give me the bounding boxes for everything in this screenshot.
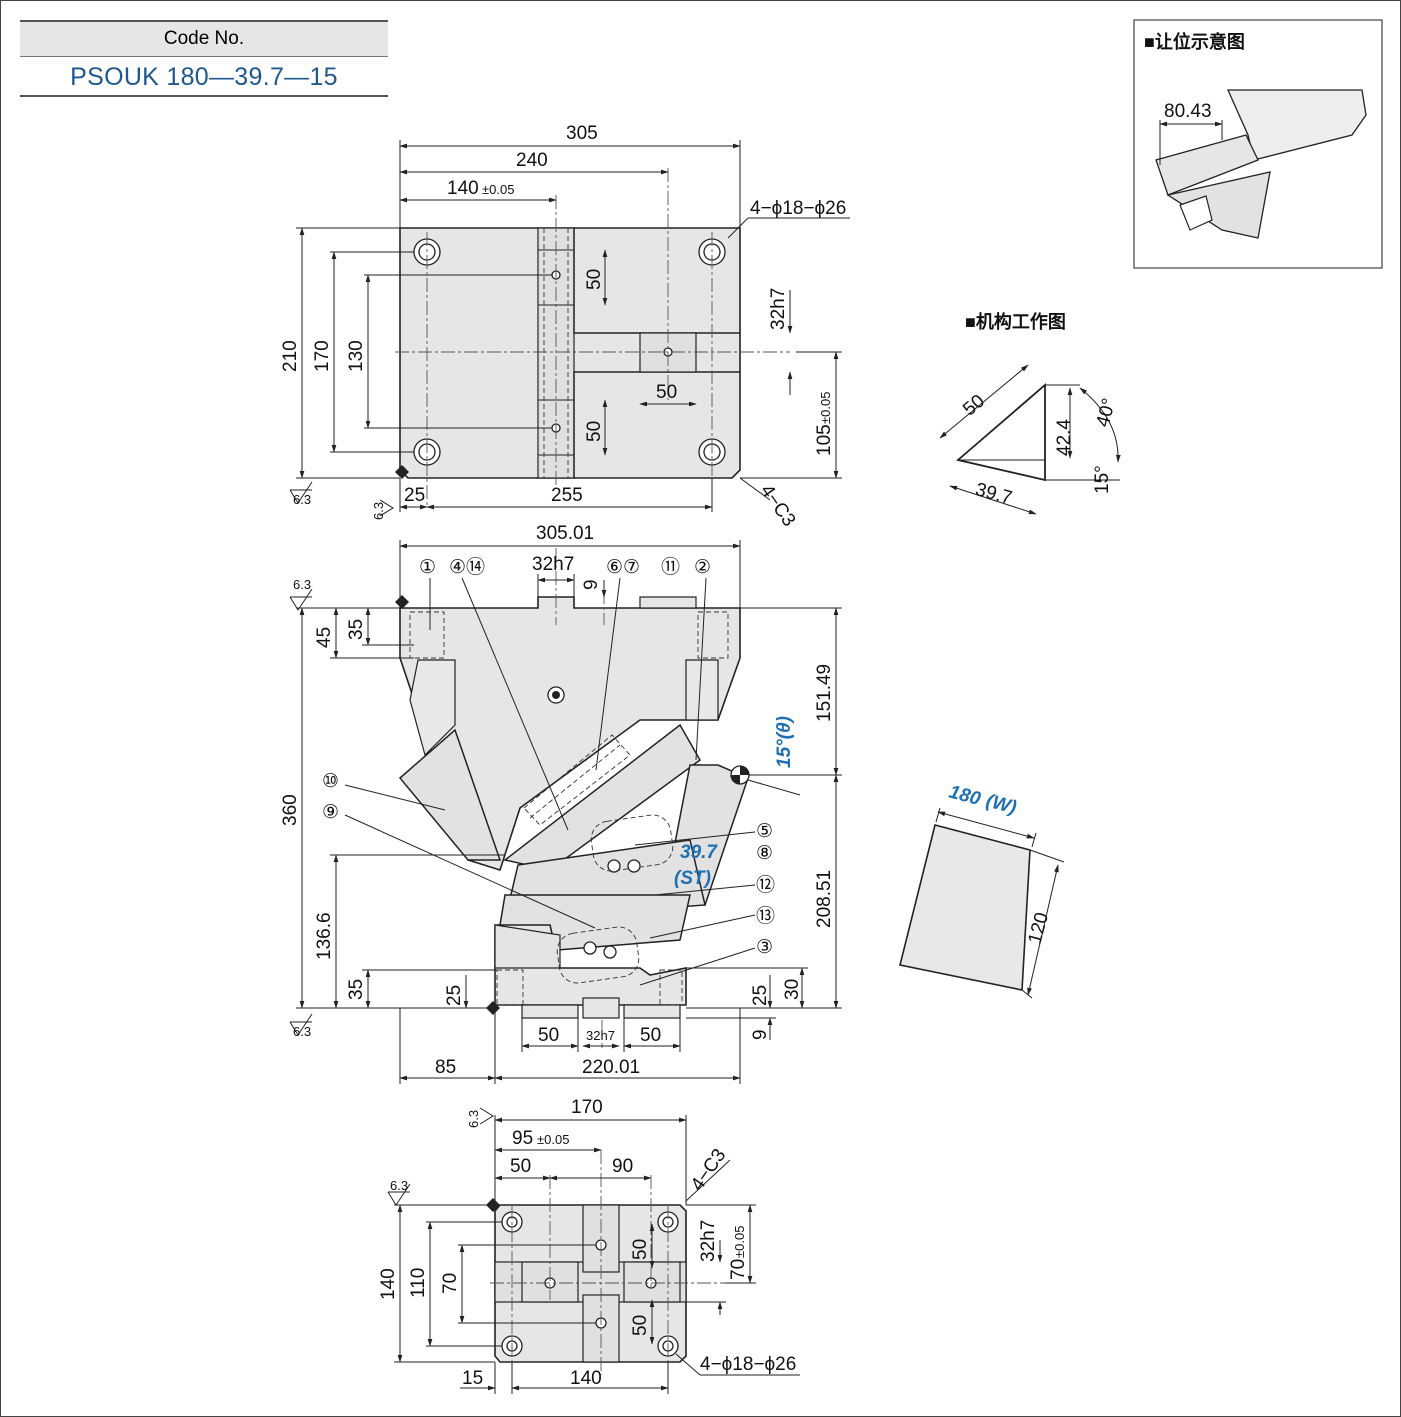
front-view: ① ④⑭ ⑥⑦ ⑪ ② ⑩ ⑨ ⑤ ⑧ ⑫ ⑬ ③ xyxy=(280,523,842,1084)
balloon-5: ⑤ xyxy=(756,821,773,842)
balloon-3: ③ xyxy=(756,937,773,958)
front-dim-208: 208.51 xyxy=(814,870,835,928)
balloon-10: ⑩ xyxy=(322,771,339,792)
bottom-dim-140b: 140 xyxy=(570,1368,602,1389)
bottom-chamfer: 4−C3 xyxy=(687,1145,731,1195)
front-dim-305: 305.01 xyxy=(536,523,594,544)
block-height: 120 xyxy=(1025,910,1053,946)
mech-angle-15: 15° xyxy=(1092,465,1113,494)
balloon-6-7: ⑥⑦ xyxy=(606,557,640,578)
front-dim-32h7: 32h7 xyxy=(532,554,574,575)
wedge-arm xyxy=(398,728,502,861)
bottom-dim-110: 110 xyxy=(408,1268,429,1298)
block-width-label: (W) xyxy=(984,791,1019,819)
bottom-dim-90: 90 xyxy=(612,1156,633,1177)
mech-dim-42: 42.4 xyxy=(1054,419,1075,456)
bottom-rough-b: 6.3 xyxy=(466,1110,481,1128)
top-chamfer: 4−C3 xyxy=(756,481,800,531)
balloon-8: ⑧ xyxy=(756,843,773,864)
top-dim-50a: 50 xyxy=(584,269,605,290)
bottom-dim-50: 50 xyxy=(510,1156,531,1177)
top-view: 305 240 140 ±0.05 4−ϕ18−ϕ26 210 170 130 … xyxy=(280,123,850,531)
front-dim-35b: 35 xyxy=(346,979,367,1000)
balloon-12: ⑫ xyxy=(756,874,775,896)
mechanism-diagram: ■机构工作图 50 42.4 39.7 40° 15° xyxy=(939,311,1121,515)
block-view: 180 (W) 120 xyxy=(899,782,1065,999)
front-dim-50b: 50 xyxy=(640,1025,661,1046)
top-dim-210: 210 xyxy=(280,340,301,372)
bottom-dim-15: 15 xyxy=(462,1368,483,1389)
bottom-dim-32h7: 32h7 xyxy=(698,1220,719,1262)
top-dim-305: 305 xyxy=(566,123,598,144)
front-dim-25b: 25 xyxy=(750,985,771,1006)
balloon-1: ① xyxy=(419,557,436,578)
top-tol-05: ±0.05 xyxy=(482,182,514,197)
top-dim-25: 25 xyxy=(404,485,425,506)
top-dim-170: 170 xyxy=(312,340,333,372)
front-dim-9: 9 xyxy=(581,579,602,590)
bottom-dim-50a: 50 xyxy=(630,1239,651,1260)
block-shape xyxy=(899,824,1031,991)
front-dim-85: 85 xyxy=(435,1057,456,1078)
bottom-holes-note: 4−ϕ18−ϕ26 xyxy=(700,1354,796,1375)
top-rough-b: 6.3 xyxy=(371,502,386,520)
front-dim-35: 35 xyxy=(346,619,367,640)
top-rough-a: 6.3 xyxy=(293,492,311,507)
front-dim-9b: 9 xyxy=(750,1029,771,1040)
top-dim-240: 240 xyxy=(516,150,548,171)
front-rough-b: 6.3 xyxy=(293,1024,311,1039)
front-rough-a: 6.3 xyxy=(293,577,311,592)
mech-angle-40: 40° xyxy=(1093,396,1121,429)
front-dim-32h7b: 32h7 xyxy=(586,1028,615,1043)
code-value: PSOUK 180—39.7—15 xyxy=(20,57,388,97)
block-width: 180 xyxy=(947,782,983,811)
mechanism-title: ■机构工作图 xyxy=(965,311,1066,332)
bottom-dim-50b: 50 xyxy=(630,1315,651,1336)
balloon-9: ⑨ xyxy=(322,802,339,823)
inset-dim: 80.43 xyxy=(1164,101,1212,122)
front-dim-30: 30 xyxy=(782,979,803,1000)
balloon-2: ② xyxy=(694,557,711,578)
mech-dim-50: 50 xyxy=(959,391,989,421)
top-tol-105: ±0.05 xyxy=(818,392,833,424)
top-dim-105: 105 xyxy=(814,424,835,456)
code-label: Code No. xyxy=(20,20,388,57)
balloons: ① ④⑭ ⑥⑦ ⑪ ② ⑩ ⑨ ⑤ ⑧ ⑫ ⑬ ③ xyxy=(322,556,775,958)
inset-sketch xyxy=(1155,89,1367,239)
bottom-view: 170 95 ±0.05 50 90 4−C3 140 110 70 50 50… xyxy=(378,1097,800,1394)
balloon-13: ⑬ xyxy=(756,905,775,927)
stroke-value: 39.7 xyxy=(680,842,718,863)
inset-title: ■让位示意图 xyxy=(1144,31,1245,52)
front-dim-45: 45 xyxy=(314,627,335,648)
front-dim-50a: 50 xyxy=(538,1025,559,1046)
front-dim-25a: 25 xyxy=(444,985,465,1006)
front-dim-136: 136.6 xyxy=(314,912,335,960)
front-dim-220: 220.01 xyxy=(582,1057,640,1078)
mech-dim-39: 39.7 xyxy=(973,479,1014,509)
front-angle: 15°(θ) xyxy=(774,716,795,768)
front-dim-360: 360 xyxy=(280,794,301,826)
top-dim-140: 140 xyxy=(447,178,479,199)
bottom-dim-95: 95 xyxy=(512,1128,533,1149)
code-box: Code No. PSOUK 180—39.7—15 xyxy=(20,20,388,97)
balloon-11: ⑪ xyxy=(661,556,680,578)
top-dim-255: 255 xyxy=(551,485,583,506)
top-dim-50c: 50 xyxy=(656,382,677,403)
bottom-dim-140: 140 xyxy=(378,1268,399,1300)
bottom-rough-a: 6.3 xyxy=(390,1178,408,1193)
top-holes-note: 4−ϕ18−ϕ26 xyxy=(750,198,846,219)
bottom-dim-70b: 70 xyxy=(728,1259,749,1280)
bottom-dim-70: 70 xyxy=(440,1273,461,1294)
front-dim-151: 151.49 xyxy=(814,664,835,722)
bottom-dim-170: 170 xyxy=(571,1097,603,1118)
bottom-tol-70: ±0.05 xyxy=(732,1226,747,1258)
stroke-label: (ST) xyxy=(674,868,711,889)
balloon-4-14: ④⑭ xyxy=(449,556,485,578)
top-dim-130: 130 xyxy=(346,340,367,372)
top-dim-32h7: 32h7 xyxy=(768,288,789,330)
top-dim-50b: 50 xyxy=(584,421,605,442)
clearance-inset: ■让位示意图 80.43 xyxy=(1133,19,1383,269)
bottom-tol-95: ±0.05 xyxy=(537,1132,569,1147)
